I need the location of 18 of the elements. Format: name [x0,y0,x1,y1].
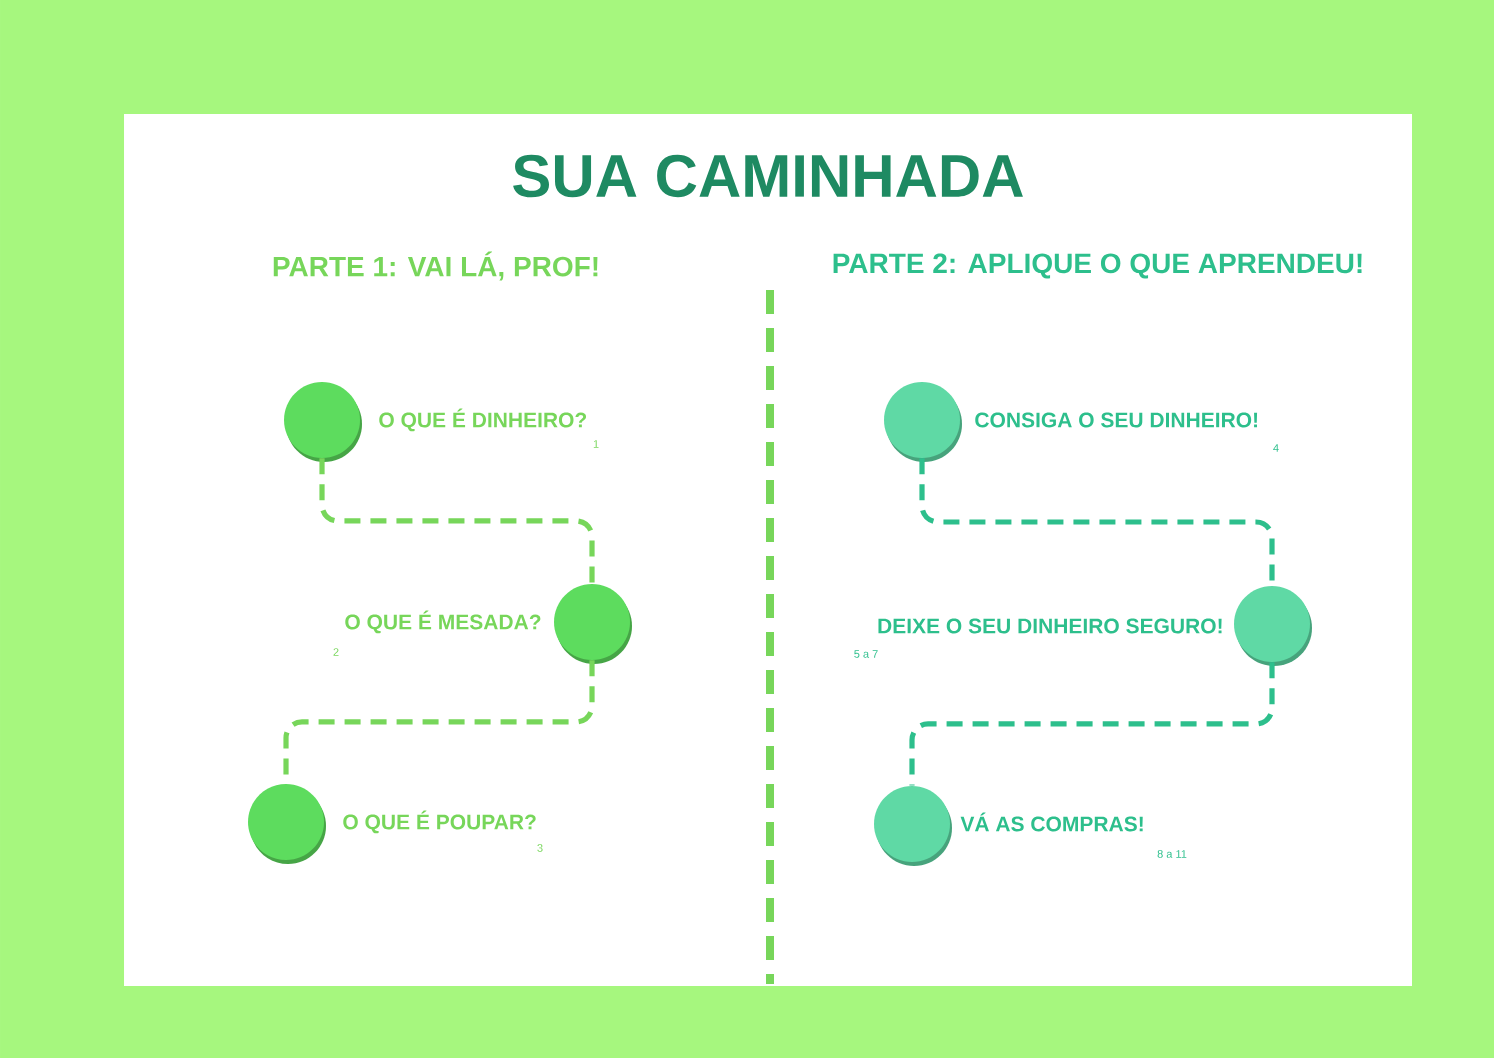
step-circle [874,785,952,866]
step-circle [284,381,362,462]
step-label: VÁ AS COMPRAS! [960,812,1143,832]
step-label: O QUE É DINHEIRO? [379,408,587,432]
dashed-path [919,458,1275,586]
section-heading: PARTE 1: VAI LÁ, PROF! [273,251,598,281]
section-heading: PARTE 2: APLIQUE O QUE APRENDEU! [833,253,1362,279]
step-circle [554,583,632,664]
dashed-path [909,662,1275,786]
title: SUA CAMINHADA [513,154,1023,198]
step-label: CONSIGA O SEU DINHEIRO! [975,412,1258,428]
step-circle [1234,585,1312,666]
step-label: O QUE É POUPAR? [343,810,536,834]
step-label: DEIXE O SEU DINHEIRO SEGURO! [878,618,1222,634]
step-circle [884,381,962,462]
step-circle [248,783,326,864]
dashed-path [319,458,595,584]
step-label: O QUE É MESADA? [345,610,541,634]
